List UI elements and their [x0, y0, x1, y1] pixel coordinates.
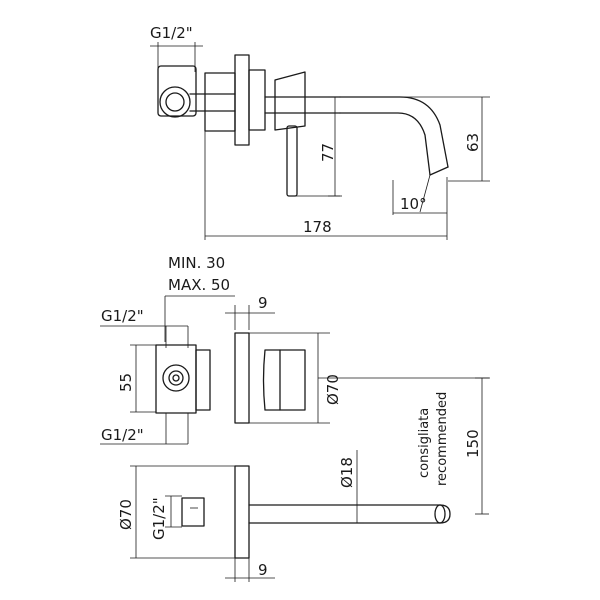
thread-bottom-label: G1/2": [101, 426, 144, 444]
bottom-plate-thickness-label: 9: [258, 561, 268, 579]
side-thread-label: G1/2": [150, 24, 193, 42]
bottom-view: Ø70 G1/2" Ø18 9: [117, 450, 451, 582]
top-view: MIN. 30 MAX. 50 9 G1/2" 55: [100, 254, 490, 515]
note-english: recommended: [435, 392, 450, 486]
note-italian: consigliata: [417, 408, 432, 478]
height-63-label: 63: [464, 133, 482, 152]
width-55-label: 55: [117, 373, 135, 392]
min-depth-label: MIN. 30: [168, 254, 225, 272]
angle-label: 10°: [400, 195, 427, 213]
max-depth-label: MAX. 50: [168, 276, 230, 294]
side-view: G1/2" 77 63: [150, 24, 490, 240]
plate-diameter-label: Ø70: [324, 374, 342, 405]
height-150-label: 150: [464, 429, 482, 458]
plate-thickness-label: 9: [258, 294, 268, 312]
length-178-label: 178: [303, 218, 332, 236]
bottom-thread-label: G1/2": [150, 497, 168, 540]
height-77-label: 77: [319, 143, 337, 162]
bottom-plate-diameter-label: Ø70: [117, 499, 135, 530]
thread-top-label: G1/2": [101, 307, 144, 325]
spout-diameter-label: Ø18: [338, 457, 356, 488]
